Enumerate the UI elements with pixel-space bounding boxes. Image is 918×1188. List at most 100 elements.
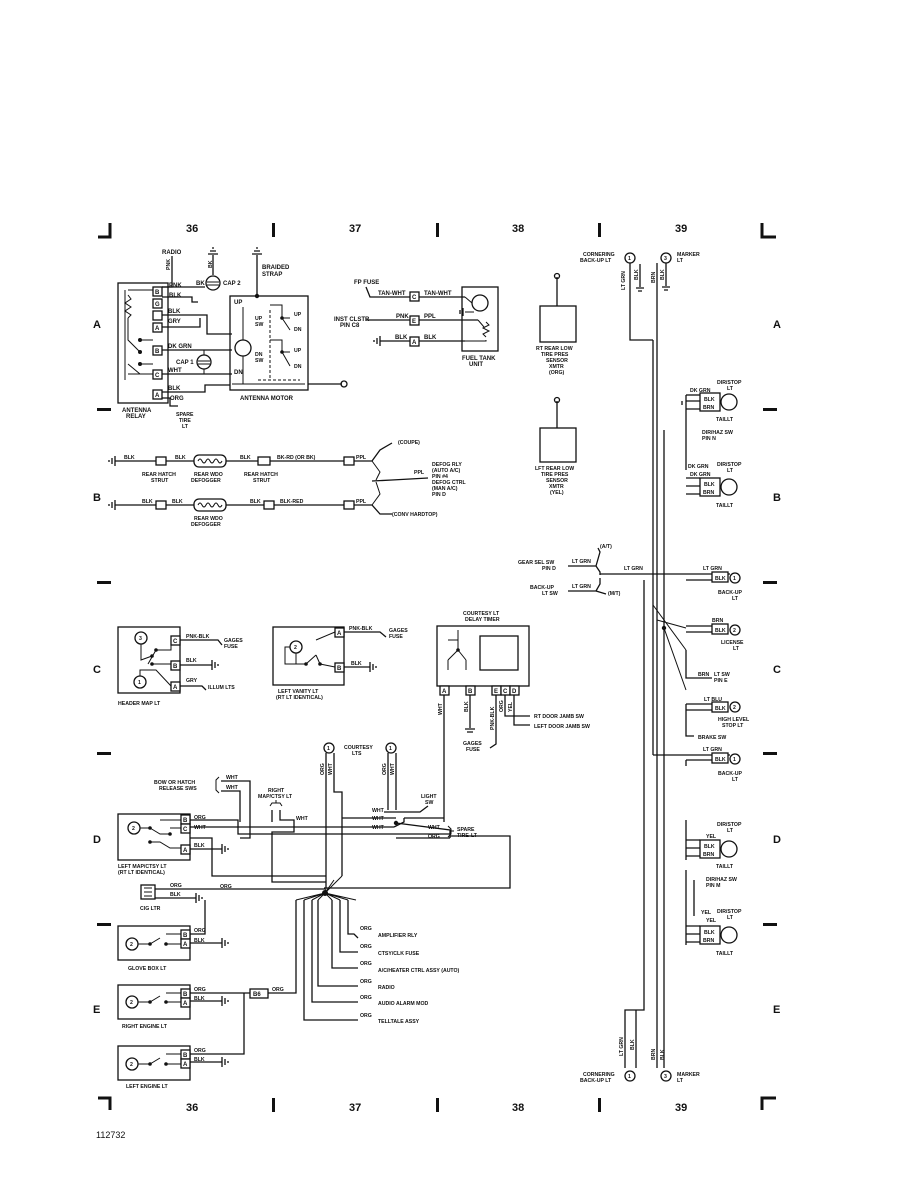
cap2-symbol (205, 275, 221, 291)
motor-symbol (234, 339, 252, 357)
contact-dot (148, 840, 152, 844)
wire (115, 504, 392, 515)
zone-tick (272, 223, 275, 237)
map-switch (140, 819, 181, 849)
wire-label: PNK (169, 283, 182, 289)
wire-label: LT GRN (572, 584, 591, 590)
contact-dot (148, 826, 152, 830)
wire (489, 695, 497, 749)
ground-symbol (465, 728, 475, 733)
bow-hatch-label: BOW OR HATCH (154, 780, 195, 786)
backup-lt-label: LT (732, 777, 739, 783)
contact-dot (304, 662, 308, 666)
at-label: (A/T) (600, 544, 612, 550)
wire-label: PNK-BLK (349, 626, 373, 632)
connector-pin (343, 500, 355, 510)
wire (384, 805, 429, 813)
license-label: LICENSE (721, 640, 744, 646)
wire-label: ORG (272, 987, 284, 993)
wire-label: BRN (703, 852, 714, 858)
wire-label: BLK (715, 706, 726, 712)
wire-label: BRN (703, 405, 714, 411)
wire (271, 810, 326, 883)
mechanical-link (258, 310, 300, 381)
jamb-label: LEFT DOOR JAMB SW (534, 724, 590, 730)
zone-tick (763, 408, 777, 411)
wire-label: BLK (124, 455, 135, 461)
left-engine-label: LEFT ENGINE LT (126, 1084, 169, 1090)
taillt-label: TAILLT (716, 951, 734, 957)
defogger-section: BLK BLK BLK BK-RD (OR BK) PPL REAR HATCH… (108, 440, 467, 528)
gages-fuse-label: FUSE (389, 634, 403, 640)
tail-lamp (720, 478, 738, 496)
wire-label: PPL (356, 455, 367, 461)
cap1-symbol (196, 354, 212, 370)
lt-sw-label: PIN E (714, 678, 728, 684)
tire-pressure-section: RT REAR LOW TIRE PRES SENSOR XMTR (ORG) … (535, 272, 577, 496)
fuel-tank-box (461, 286, 499, 352)
rt-xmtr-label: RT REAR LOW (536, 346, 573, 352)
dir-stop-label: LT (727, 468, 734, 474)
defogger-coil (197, 502, 223, 508)
pin-label: B (183, 818, 188, 824)
wire (303, 900, 358, 1021)
vanity-switch (284, 631, 336, 668)
taillt-label: TAILLT (716, 864, 734, 870)
wire-label: BLK (395, 335, 408, 341)
lf-xmtr-label: LFT REAR LOW (535, 466, 574, 472)
wire (221, 780, 251, 839)
wire-label: BLK (194, 1057, 205, 1063)
dir-haz-label: DIR/HAZ SW (702, 430, 733, 436)
wire-label: ORG (382, 763, 388, 775)
cig-ltr-body (140, 884, 156, 900)
zone-label-right: E (773, 1004, 780, 1016)
wire-label: PNK-BLK (186, 634, 210, 640)
lamp-num: 1 (389, 746, 392, 752)
wire (190, 817, 451, 838)
gages-fuse-label: GAGES (463, 741, 482, 747)
lamp-connector (699, 392, 721, 412)
ground-symbol (208, 247, 218, 255)
pin-label: B (183, 933, 188, 939)
gages-fuse-label: GAGES (389, 628, 408, 634)
license-lamp (729, 624, 741, 636)
bracket (269, 800, 283, 807)
wire-label: BLK (704, 482, 715, 488)
ground-symbol (221, 1057, 229, 1067)
zone-tick (97, 581, 111, 584)
xmtr-antenna-tip (553, 396, 561, 404)
wire (685, 395, 700, 410)
taillt-label: TAILLT (716, 417, 734, 423)
wire-label: ORG (194, 987, 206, 993)
lf-xmtr-label: (YEL) (550, 490, 564, 496)
pin-label: A (183, 1001, 188, 1007)
pin-label: A (173, 685, 178, 691)
wire-label: ORG (360, 995, 372, 1001)
contact-dot (168, 832, 172, 836)
pin-label: E (494, 689, 498, 695)
delay-timer-section: COURTESY LT DELAY TIMER A B E C D WHT BL… (436, 611, 590, 822)
wire-label: BLK (660, 1049, 666, 1060)
corner-bracket-bl (98, 1096, 112, 1110)
up-sw: SW (255, 322, 263, 328)
dir-stop-label: DIR/STOP (717, 909, 742, 915)
fp-fuse-label: FP FUSE (354, 280, 379, 286)
lamp-num: 2 (132, 826, 135, 832)
zone-tick (97, 408, 111, 411)
zone-label-left: B (93, 492, 101, 504)
contact-dot (138, 338, 142, 342)
splice-dest: AUDIO ALARM MOD (378, 1001, 428, 1007)
license-label: LT (733, 646, 740, 652)
contact-dot (154, 648, 158, 652)
coupe-label: (COUPE) (398, 440, 420, 446)
interior-lamps-section: B C A 2 ORG WHT BLK LEFT MAP/CTSY LT (RT… (117, 813, 325, 1090)
wire-label: YEL (508, 701, 514, 712)
timer-label: DELAY TIMER (465, 617, 500, 623)
cornering-label: BACK-UP LT (580, 258, 612, 264)
wire (685, 870, 695, 945)
lamp-num: 1 (733, 576, 736, 582)
contact-dot (148, 1062, 152, 1066)
gages-fuse-label: FUSE (224, 644, 238, 650)
conv-label: (CONV HARDTOP) (392, 512, 438, 518)
contact-dot (280, 350, 284, 354)
